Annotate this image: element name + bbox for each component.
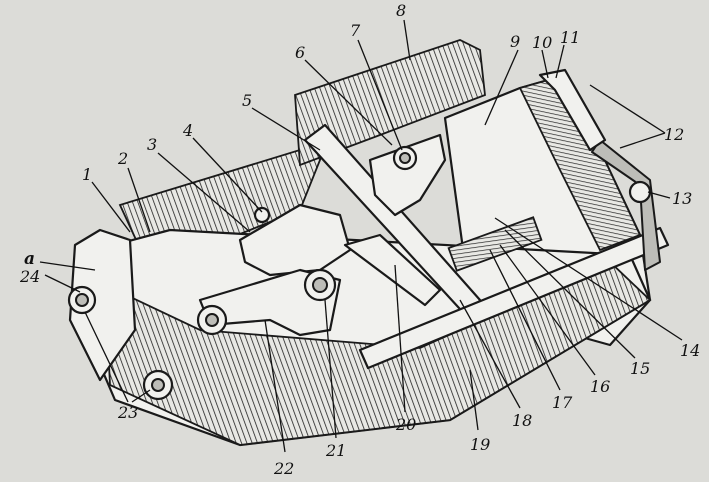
callout-15: 15 [630, 359, 650, 378]
leader-6 [304, 59, 393, 146]
callout-8: 8 [396, 1, 406, 20]
callout-labels: 1 2 3 4 5 6 7 8 9 10 11 12 13 14 15 16 1… [19, 1, 700, 478]
leader-22 [264, 319, 286, 453]
spring [447, 216, 543, 272]
left-lever-bolt [253, 206, 271, 224]
callout-7: 7 [350, 21, 361, 40]
leader-14 [494, 217, 683, 341]
leader-11 [555, 44, 565, 79]
leader-12b [619, 132, 666, 149]
leader-4 [192, 137, 263, 213]
callout-14: 14 [680, 341, 700, 360]
leader-lines [39, 19, 683, 453]
leader-21 [324, 299, 337, 439]
callout-17: 17 [552, 393, 573, 412]
callout-18: 18 [512, 411, 532, 430]
callout-4: 4 [182, 121, 193, 140]
handle-knob [628, 180, 652, 204]
central-mechanism [196, 123, 543, 337]
callout-2: 2 [117, 149, 128, 168]
callout-22: 22 [273, 459, 294, 478]
callout-16: 16 [590, 377, 610, 396]
handle-shaft [591, 139, 661, 271]
middle-link [343, 233, 442, 307]
leader-7 [357, 39, 403, 151]
callout-9: 9 [510, 32, 520, 51]
callout-1: 1 [82, 165, 92, 184]
leader-17 [489, 249, 561, 391]
leader-24 [44, 274, 81, 293]
leader-2 [127, 167, 151, 233]
leader-9 [484, 49, 519, 126]
leader-13 [647, 191, 671, 199]
upper-lever [368, 133, 447, 217]
callout-24: 24 [19, 267, 40, 286]
callout-20: 20 [395, 415, 416, 434]
left-lever [238, 203, 352, 277]
leader-3 [157, 152, 251, 233]
callout-21: 21 [325, 441, 346, 460]
leader-23b [131, 389, 151, 403]
callout-11: 11 [560, 28, 580, 47]
left-end-wall [68, 228, 137, 382]
leader-a [39, 261, 96, 271]
lug-lower-bore [151, 378, 165, 392]
lug-upper-bore [75, 293, 89, 307]
front-eye-bore [205, 313, 219, 327]
leader-1 [91, 181, 131, 233]
callout-3: 3 [147, 135, 157, 154]
callout-19: 19 [470, 435, 490, 454]
leader-5 [251, 107, 321, 151]
left-lugs [67, 285, 174, 401]
callout-a: а [24, 249, 35, 269]
leader-19 [469, 369, 479, 431]
leader-12a [589, 84, 666, 134]
leader-20 [394, 264, 406, 413]
callout-12: 12 [664, 125, 684, 144]
leader-16 [499, 244, 596, 376]
front-pivot-bore [312, 277, 328, 293]
rod-end-clamp [538, 68, 607, 152]
leader-15 [504, 229, 636, 359]
callout-10: 10 [532, 33, 552, 52]
callout-6: 6 [295, 43, 305, 62]
callout-13: 13 [672, 189, 692, 208]
guide-bar [303, 123, 482, 322]
leader-8 [403, 19, 411, 61]
leader-10 [541, 49, 549, 79]
callout-23: 23 [117, 403, 138, 422]
upper-pivot-bore [399, 152, 411, 164]
leader-18 [459, 299, 521, 409]
top-flap [294, 39, 486, 167]
leader-23a [84, 311, 129, 403]
callout-5: 5 [242, 91, 252, 110]
